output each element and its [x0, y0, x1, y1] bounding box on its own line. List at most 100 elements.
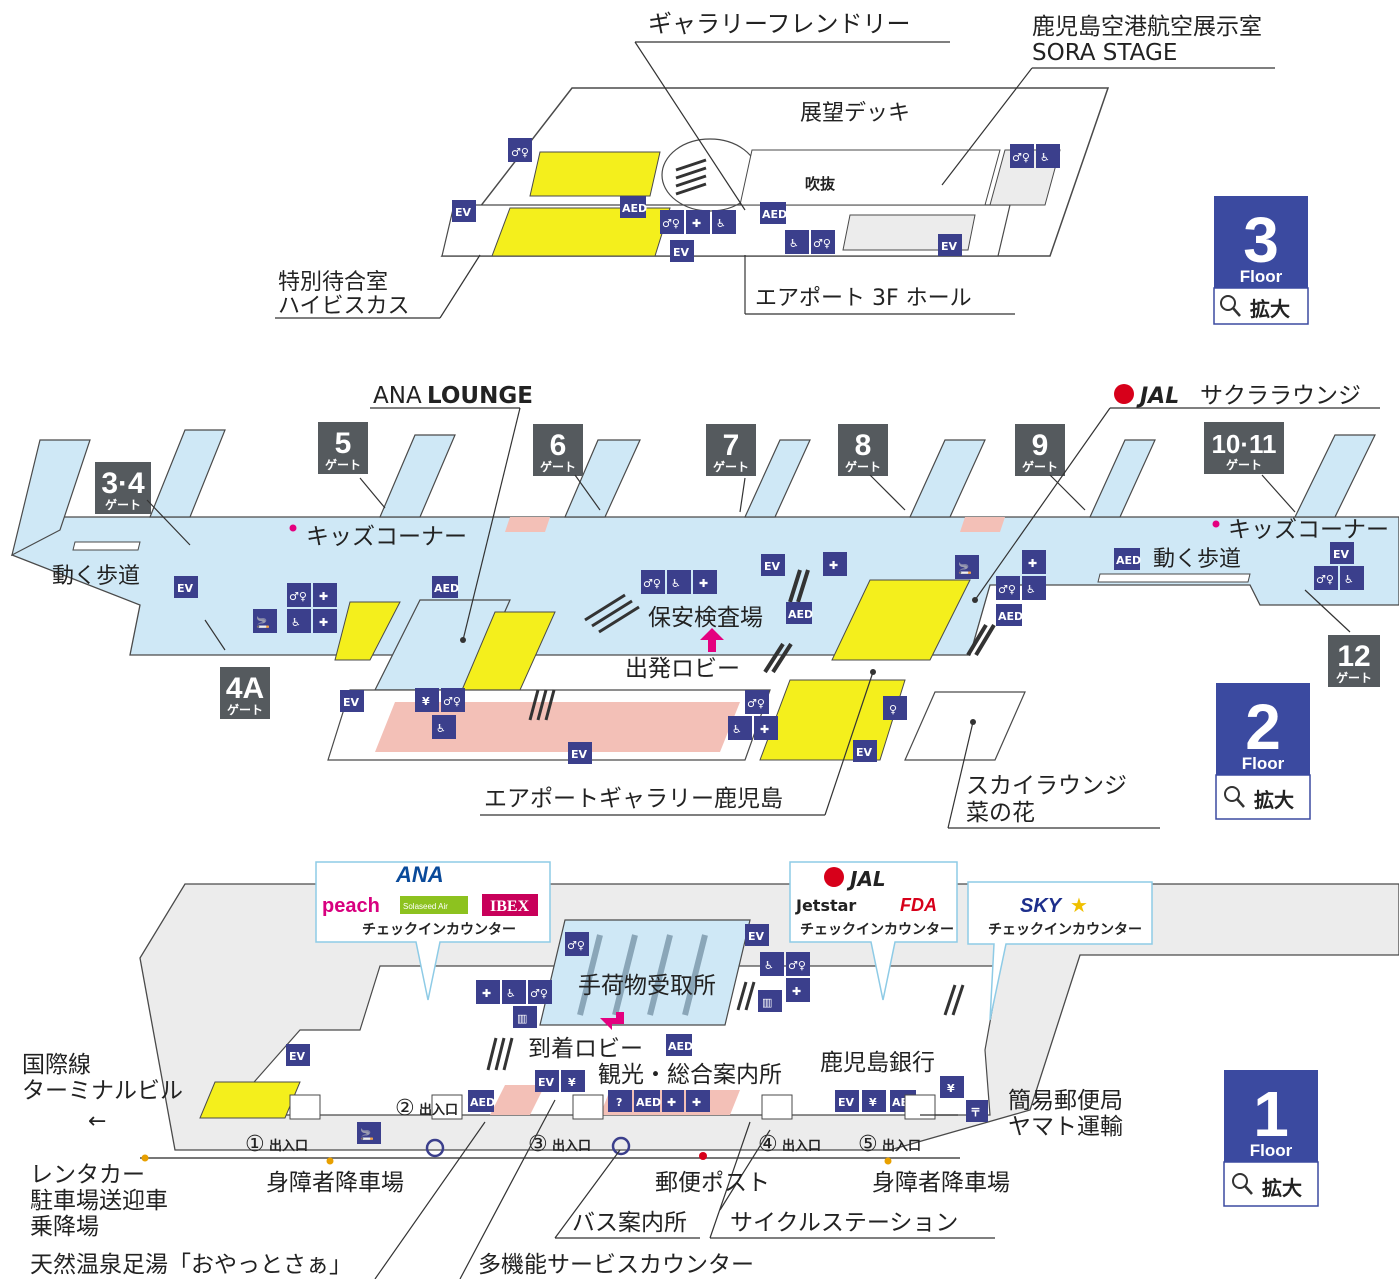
svg-text:AED: AED — [622, 202, 647, 215]
entrance-number: ① — [245, 1132, 265, 1157]
aed-icon: AED — [786, 602, 813, 624]
svg-text:♂♀: ♂♀ — [1316, 573, 1334, 586]
svg-text:♂♀: ♂♀ — [530, 987, 548, 1000]
arrival-arrow-icon — [600, 1012, 624, 1030]
svg-text:AED: AED — [788, 608, 813, 621]
nursing-room-icon: ✚ — [313, 609, 337, 633]
svg-text:¥: ¥ — [947, 1082, 955, 1095]
aed-icon: AED — [996, 604, 1023, 626]
accessible-restroom-icon: ♿ — [432, 715, 456, 739]
nursing-room-icon: ✚ — [476, 980, 500, 1004]
checkin-sky-caption: チェックインカウンター — [988, 922, 1142, 938]
magnifier-icon — [1232, 1173, 1248, 1189]
ibex-text: IBEX — [490, 898, 530, 915]
entrance-number: ⑤ — [858, 1132, 878, 1157]
shop-pink — [375, 702, 740, 752]
accessible-restroom-icon: ♿ — [667, 570, 691, 594]
leader-line — [824, 671, 874, 816]
svg-text:♂♀: ♂♀ — [567, 939, 585, 952]
atm-icon: ¥ — [940, 1076, 964, 1098]
leader-line — [941, 67, 1033, 186]
disabled-parking-dot — [141, 1154, 149, 1162]
restroom-icon: ♂♀ — [641, 570, 665, 594]
entrance-number: ③ — [528, 1132, 548, 1157]
gate-number: 9 — [1032, 429, 1049, 462]
jal-crane-logo-icon — [824, 867, 844, 887]
leader-line — [204, 619, 226, 651]
accessible-restroom-icon: ♿ — [785, 230, 809, 254]
kids-corner-dot — [1212, 520, 1220, 528]
floor1-zoom-badge[interactable]: 1 Floor 拡大 — [1223, 1070, 1319, 1207]
svg-text:♂♀: ♂♀ — [662, 217, 680, 230]
gate-number: 6 — [550, 429, 567, 462]
mailbox-icon — [699, 1152, 707, 1160]
label-rental-car-2: 駐車場送迎車 — [30, 1188, 168, 1214]
shop-yellow — [334, 601, 401, 661]
label-disabled-parking-right: 身障者降車場 — [872, 1170, 1010, 1196]
elevator-icon: EV — [761, 554, 785, 576]
floor3-zoom-label: 拡大 — [1250, 297, 1290, 321]
svg-text:▥: ▥ — [762, 996, 772, 1009]
escalator-icon — [486, 1037, 514, 1071]
floor2-zoom-badge[interactable]: 2 Floor 拡大 — [1215, 683, 1311, 820]
svg-text:♿: ♿ — [671, 577, 681, 590]
west-arrow-icon: ← — [88, 1109, 106, 1134]
sky-lounge-area — [904, 691, 1026, 761]
leader-line — [974, 407, 1111, 601]
accessible-restroom-icon: ♿ — [760, 952, 784, 976]
label-departure-lobby: 出発ロビー — [625, 656, 740, 682]
label-rental-car-3: 乗降場 — [30, 1214, 99, 1240]
label-special-lounge-1: 特別待合室 — [278, 270, 388, 295]
label-multi-service: 多機能サービスカウンター — [478, 1252, 754, 1278]
floor1-plan: ← ANA peach Solaseed Air IBEX チェックインカウンタ… — [22, 861, 1399, 1279]
svg-text:🚬: 🚬 — [256, 616, 270, 629]
gate-word: ゲート — [325, 457, 361, 472]
escalator-icon — [763, 642, 793, 674]
gate-number: 3·4 — [101, 467, 145, 500]
first-aid-icon: ✚ — [662, 1090, 684, 1112]
svg-text:AED: AED — [636, 1096, 661, 1109]
solaseed-logo — [400, 896, 468, 914]
leader-line — [374, 1121, 486, 1279]
gate-number: 12 — [1337, 640, 1370, 673]
smoking-icon: 🚬 — [253, 609, 277, 633]
svg-text:♿: ♿ — [1026, 583, 1036, 596]
svg-text:♂♀: ♂♀ — [511, 146, 529, 159]
label-kids-corner-right: キッズコーナー — [1228, 517, 1389, 543]
svg-text:〒: 〒 — [970, 1106, 981, 1119]
label-arrival-lobby: 到着ロビー — [528, 1036, 643, 1062]
entrance-number: ④ — [758, 1132, 778, 1157]
shop-yellow — [831, 579, 971, 661]
svg-text:✚: ✚ — [1028, 557, 1037, 570]
aed-icon: AED — [432, 576, 459, 598]
pier-finger — [909, 439, 986, 518]
disabled-parking-dot — [326, 1157, 334, 1165]
svg-text:✚: ✚ — [692, 217, 701, 230]
escalator-icon — [966, 623, 996, 657]
gate-word: ゲート — [1226, 457, 1262, 472]
label-tourist-info: 観光・総合案内所 — [598, 1062, 782, 1088]
smoking-icon: 🚬 — [955, 555, 979, 579]
svg-text:♿: ♿ — [506, 987, 516, 1000]
svg-text:♿: ♿ — [1344, 573, 1354, 586]
leader-line — [719, 1129, 771, 1211]
floor2-badge-number: 2 — [1245, 691, 1281, 763]
jal-crane-logo-icon — [1114, 384, 1134, 404]
label-security: 保安検査場 — [648, 605, 763, 631]
floor3-zoom-badge[interactable]: 3 Floor 拡大 — [1213, 196, 1309, 325]
aed-icon: AED — [468, 1090, 495, 1112]
leader-line — [709, 1121, 751, 1239]
restroom-icon: ♂♀ — [1010, 144, 1034, 168]
label-bus-info: バス案内所 — [572, 1210, 687, 1236]
label-intl-terminal-1: 国際線 — [22, 1052, 91, 1078]
moving-walk-left — [72, 541, 141, 551]
svg-text:EV: EV — [941, 240, 958, 253]
shop-pink — [505, 517, 550, 532]
label-ana-lounge-lounge: LOUNGE — [427, 383, 533, 409]
label-sky-lounge-1: スカイラウンジ — [966, 773, 1127, 799]
svg-text:EV: EV — [748, 930, 765, 943]
accessible-restroom-icon: ♿ — [712, 210, 736, 234]
leader-line — [146, 499, 191, 546]
